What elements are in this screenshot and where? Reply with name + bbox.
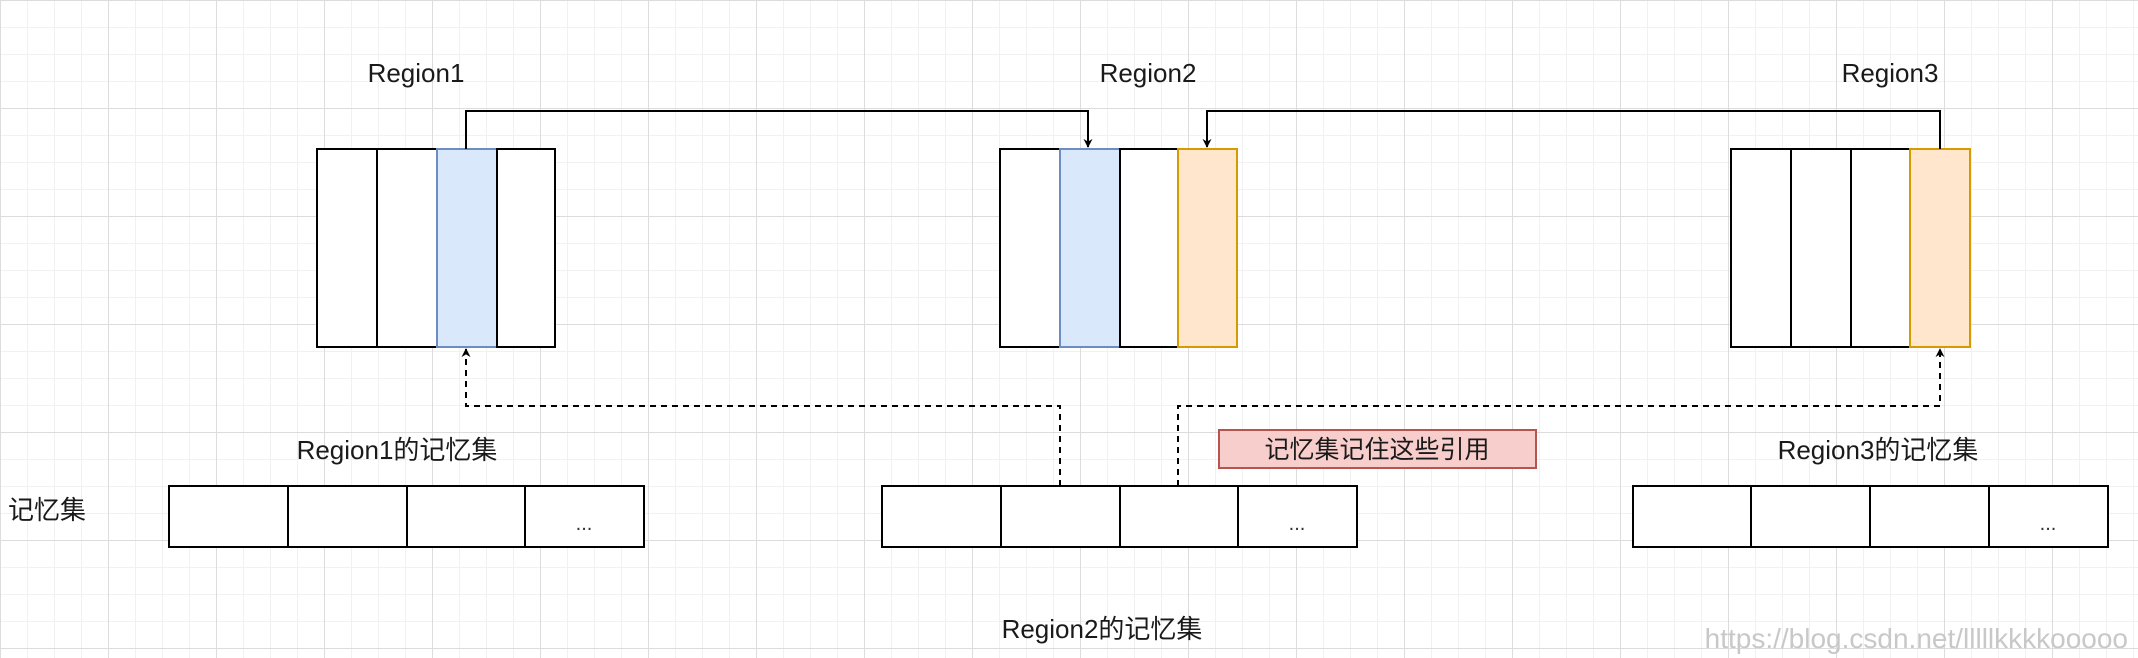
region1-cell-2 — [376, 148, 438, 348]
remset-pointer-to-region3 — [1177, 348, 1945, 486]
remset1-row: ... — [168, 485, 645, 548]
reference-arrow-region1-to-region2 — [465, 110, 1093, 149]
region3-cell-2 — [1790, 148, 1852, 348]
region1-title: Region1 — [368, 58, 465, 88]
region3-cell-1 — [1730, 148, 1792, 348]
remset3-slot-1 — [1632, 485, 1752, 548]
region1-cell-4 — [496, 148, 556, 348]
region2-cell-2-blue — [1059, 148, 1121, 348]
row-label-remembered-set: 记忆集 — [8, 495, 86, 525]
remset2-ellipsis: ... — [1289, 513, 1306, 535]
remset3-ellipsis: ... — [2040, 513, 2057, 535]
remset2-slot-3 — [1119, 485, 1239, 548]
remset3-slot-3 — [1869, 485, 1990, 548]
region2-cell-4-orange — [1177, 148, 1238, 348]
reference-arrow-region3-to-region2 — [1202, 110, 1941, 149]
remset3-slot-2 — [1750, 485, 1871, 548]
remset2-slot-4 — [1237, 485, 1358, 548]
remset3-slot-4 — [1988, 485, 2109, 548]
region1-cell-1 — [316, 148, 378, 348]
region3-cell-4-referenced — [1909, 148, 1971, 348]
remset3-label: Region3的记忆集 — [1778, 435, 1979, 465]
region2-cell-3 — [1119, 148, 1179, 348]
remset2-label: Region2的记忆集 — [1002, 614, 1203, 644]
region2-block — [999, 148, 1238, 348]
note-text: 记忆集记住这些引用 — [1264, 436, 1489, 464]
remset3-row: ... — [1632, 485, 2109, 548]
region3-cell-3 — [1850, 148, 1911, 348]
remset-pointer-to-region1 — [461, 348, 1061, 486]
remset2-slot-2 — [1000, 485, 1121, 548]
region2-cell-1 — [999, 148, 1061, 348]
remset2-slot-1 — [881, 485, 1002, 548]
watermark-text: https://blog.csdn.net/lllllkkkkooooo — [1705, 623, 2128, 654]
remset1-slot-2 — [287, 485, 408, 548]
remset1-slot-3 — [406, 485, 526, 548]
region2-title: Region2 — [1100, 58, 1197, 88]
remset1-slot-4 — [524, 485, 645, 548]
region3-title: Region3 — [1842, 58, 1939, 88]
remset1-slot-1 — [168, 485, 289, 548]
note-callout: 记忆集记住这些引用 — [1218, 429, 1537, 469]
remset2-row: ... — [881, 485, 1358, 548]
region3-block — [1730, 148, 1971, 348]
region1-cell-3-referenced — [436, 148, 498, 348]
region1-block — [316, 148, 556, 348]
note-box — [1218, 429, 1537, 469]
remset1-ellipsis: ... — [576, 513, 593, 535]
remset1-label: Region1的记忆集 — [297, 435, 498, 465]
